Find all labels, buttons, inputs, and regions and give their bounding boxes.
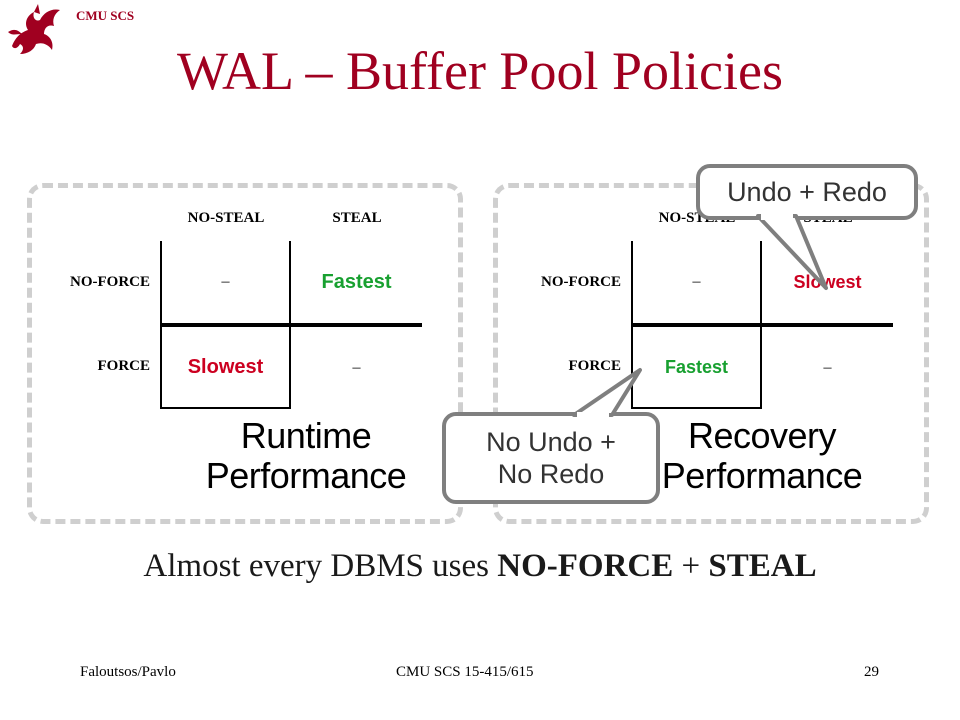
recovery-cell-force-nosteal: Fastest <box>631 325 762 409</box>
runtime-col-header-no-steal: NO-STEAL <box>187 210 265 226</box>
recovery-cell-force-steal: – <box>762 325 893 409</box>
no-undo-callout-line2: No Redo <box>497 459 605 489</box>
summary-prefix: Almost every DBMS uses <box>143 548 498 584</box>
summary-joiner: + <box>673 548 709 584</box>
summary-line: Almost every DBMS uses NO-FORCE + STEAL <box>0 548 960 585</box>
summary-term-steal: STEAL <box>708 548 817 584</box>
runtime-cell-noforce-nosteal: – <box>160 241 291 325</box>
recovery-caption: Recovery Performance <box>612 416 912 496</box>
header-label: CMU SCS <box>76 8 135 23</box>
no-undo-callout: No Undo + No Redo <box>442 412 660 504</box>
runtime-row-header-no-force: NO-FORCE <box>70 274 150 290</box>
recovery-caption-line2: Performance <box>661 455 863 496</box>
dragon-icon <box>8 4 60 54</box>
runtime-cell-force-nosteal: Slowest <box>160 325 291 409</box>
undo-redo-callout: Undo + Redo <box>696 164 918 220</box>
no-undo-callout-line1: No Undo + <box>486 427 616 457</box>
slide-title: WAL – Buffer Pool Policies <box>177 41 783 101</box>
recovery-cell-noforce-steal: Slowest <box>762 241 893 325</box>
page-number: 29 <box>864 664 879 680</box>
runtime-caption: Runtime Performance <box>156 416 456 496</box>
recovery-caption-line1: Recovery <box>687 415 837 456</box>
runtime-caption-line2: Performance <box>205 455 407 496</box>
footer-authors: Faloutsos/Pavlo <box>80 664 176 680</box>
runtime-cell-force-steal: – <box>291 325 422 409</box>
runtime-caption-line1: Runtime <box>240 415 372 456</box>
recovery-row-header-force: FORCE <box>568 358 622 374</box>
recovery-row-header-no-force: NO-FORCE <box>541 274 621 290</box>
runtime-panel <box>27 183 463 524</box>
runtime-col-header-steal: STEAL <box>332 210 382 226</box>
footer-course: CMU SCS 15-415/615 <box>396 664 534 680</box>
summary-term-no-force: NO-FORCE <box>497 548 674 584</box>
runtime-cell-noforce-steal: Fastest <box>291 241 422 325</box>
runtime-row-header-force: FORCE <box>97 358 151 374</box>
recovery-cell-noforce-nosteal: – <box>631 241 762 325</box>
